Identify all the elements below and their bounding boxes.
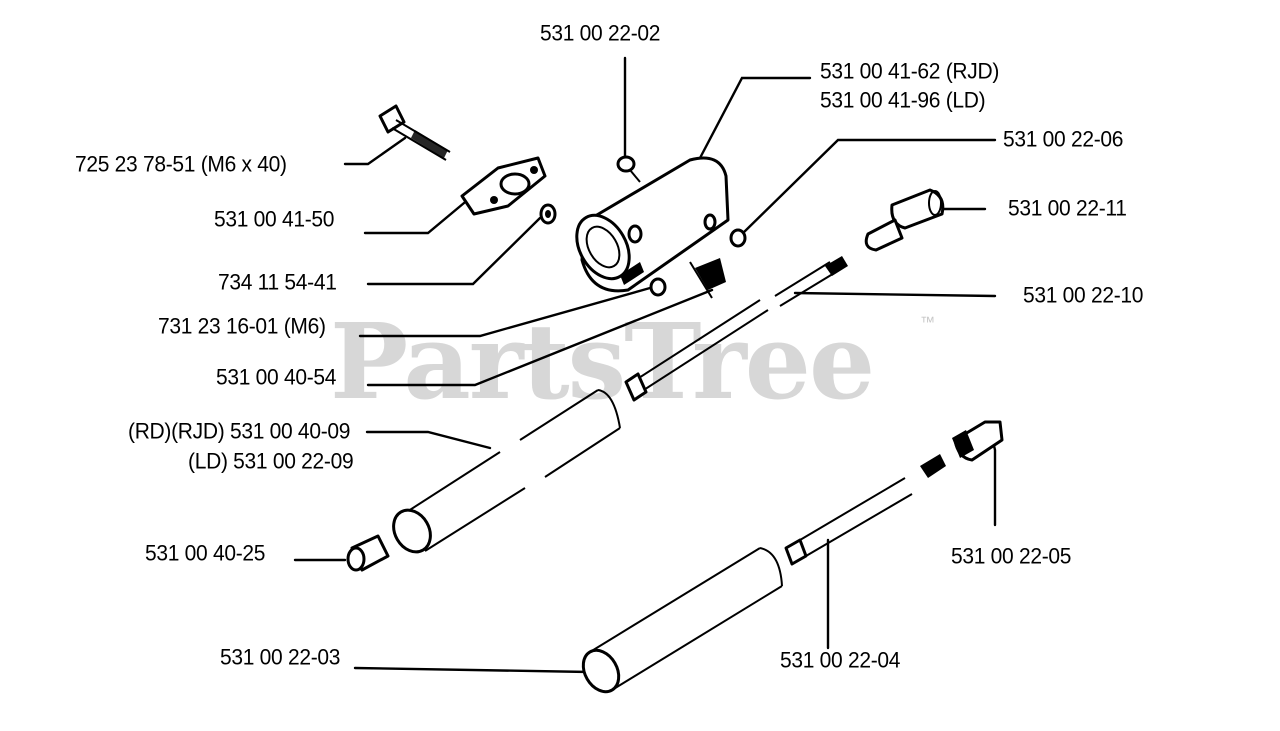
leader-531-00-41-50 — [363, 196, 472, 235]
upper-tube-part — [392, 389, 621, 554]
leader-531-00-22-03 — [353, 666, 592, 674]
watermark-brand: PartsTree — [330, 300, 875, 423]
label-531-00-22-06: 531 00 22-06 — [1003, 127, 1124, 152]
coupling-part — [864, 188, 945, 252]
leader-531-00-22-06 — [738, 138, 997, 238]
label-531-00-40-25: 531 00 40-25 — [145, 541, 266, 566]
watermark-trademark: ™ — [920, 314, 935, 331]
label-531-00-41-50: 531 00 41-50 — [214, 207, 335, 232]
label-531-00-40-09: (RD)(RJD) 531 00 40-09 — [128, 419, 351, 444]
label-531-00-40-54: 531 00 40-54 — [216, 365, 337, 390]
leader-731-23-16-01 — [358, 286, 652, 338]
label-531-00-41-62: 531 00 41-62 (RJD) — [820, 59, 1000, 84]
label-531-00-22-02: 531 00 22-02 — [540, 21, 661, 46]
label-531-00-22-03: 531 00 22-03 — [220, 645, 341, 670]
label-531-00-22-11: 531 00 22-11 — [1008, 196, 1127, 221]
end-cap-part — [346, 534, 390, 572]
leader-734-11-54-41 — [366, 216, 542, 286]
leader-lines — [293, 56, 997, 674]
label-531-00-22-04: 531 00 22-04 — [780, 648, 901, 673]
lower-tube-part — [581, 547, 783, 694]
leader-531-00-22-10 — [793, 291, 997, 298]
leader-531-00-40-54 — [366, 288, 714, 387]
drive-shaft-lower-part — [784, 454, 946, 566]
label-725-23-78-51: 725 23 78-51 (M6 x 40) — [75, 152, 287, 177]
bolt-part — [378, 104, 451, 161]
leader-531-00-41-62 — [698, 76, 812, 160]
clamp-housing-part — [575, 156, 730, 293]
label-531-00-22-09: (LD) 531 00 22-09 — [188, 449, 354, 474]
label-531-00-22-05: 531 00 22-05 — [951, 544, 1072, 569]
clamp-plate-part — [460, 156, 547, 216]
leader-531-00-40-09 — [365, 430, 492, 450]
washer-part — [539, 203, 557, 225]
end-coupling-part — [952, 420, 1004, 462]
label-734-11-54-41: 734 11 54-41 — [218, 270, 337, 295]
nut-part — [729, 228, 747, 248]
screw-part — [616, 155, 641, 183]
small-nut-part — [649, 277, 667, 297]
drive-shaft-upper-part — [624, 256, 848, 402]
leader-725-23-78-51 — [343, 136, 407, 166]
knob-screw-part — [689, 258, 726, 299]
label-731-23-16-01: 731 23 16-01 (M6) — [158, 314, 326, 339]
label-531-00-22-10: 531 00 22-10 — [1023, 283, 1144, 308]
label-531-00-41-96: 531 00 41-96 (LD) — [820, 88, 986, 113]
